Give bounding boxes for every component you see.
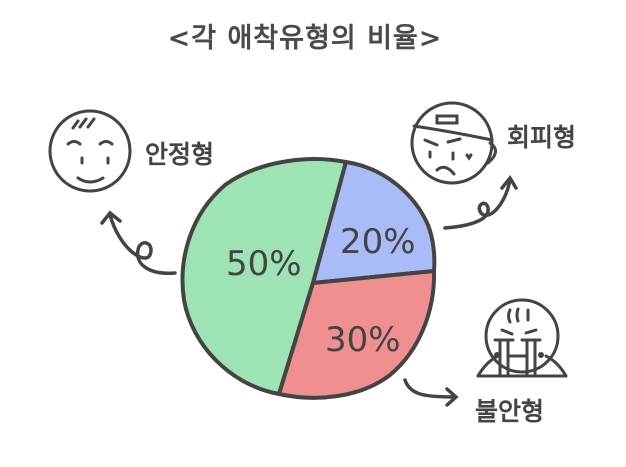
label-50: 50% xyxy=(226,244,302,284)
arrow-secure-icon xyxy=(100,210,177,275)
chart-title: <각 애착유형의 비율> xyxy=(167,23,443,54)
label-30: 30% xyxy=(325,320,401,360)
secure-face-icon xyxy=(48,109,132,193)
label-anxious: 불안형 xyxy=(475,397,545,426)
arrow-avoidant-icon xyxy=(443,174,518,230)
slice-avoidant xyxy=(311,160,437,285)
avoidant-face-icon xyxy=(410,101,497,185)
slice-secure xyxy=(180,157,348,396)
label-20: 20% xyxy=(340,222,416,262)
arrow-anxious-icon xyxy=(403,378,459,407)
anxious-face-icon xyxy=(476,298,568,378)
label-secure: 안정형 xyxy=(145,140,215,169)
slice-anxious xyxy=(277,269,437,400)
label-avoidant: 회피형 xyxy=(507,123,577,152)
